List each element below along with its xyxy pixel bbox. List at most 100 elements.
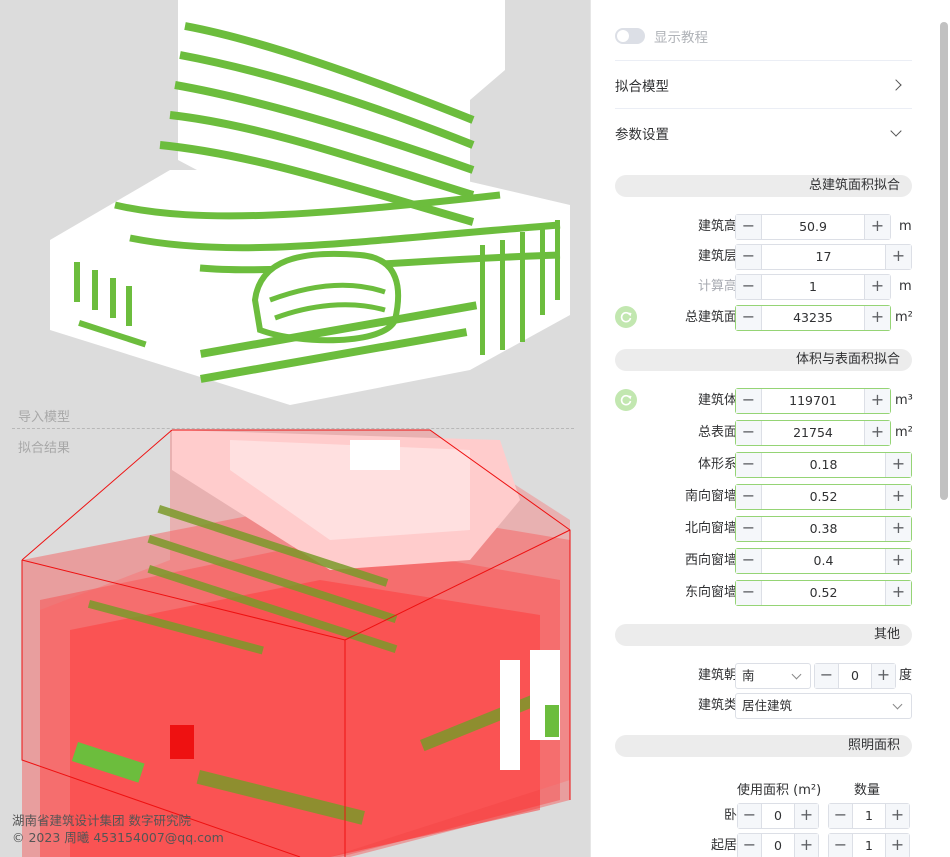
credits: 湖南省建筑设计集团 数字研究院 © 2023 周曦 453154007@qq.c…	[12, 812, 224, 846]
increment-button[interactable]: +	[864, 215, 890, 239]
stepper-value[interactable]: 50.9	[799, 219, 827, 234]
height-stepper[interactable]: − 50.9 +	[735, 214, 891, 240]
stepper-value[interactable]: 1	[865, 838, 873, 853]
stepper-value[interactable]: 1	[809, 279, 817, 294]
lighting-col-count: 数量	[854, 783, 881, 798]
decrement-button[interactable]: −	[829, 804, 853, 828]
refresh-icon[interactable]	[615, 306, 637, 328]
nav-fit-model-label: 拟合模型	[615, 78, 669, 95]
settings-panel: 显示教程 拟合模型 参数设置 总建筑面积拟合 建筑高度 − 50.9 + m 建…	[590, 0, 950, 857]
increment-button[interactable]: +	[871, 664, 895, 688]
panel-scrollbar[interactable]	[940, 22, 948, 500]
stepper-value[interactable]: 0.52	[809, 585, 838, 600]
import-model-label: 导入模型	[18, 410, 71, 425]
stepper-value[interactable]: 0	[774, 838, 782, 853]
calc-height-stepper[interactable]: − 1 +	[735, 274, 891, 300]
east-wwr-stepper[interactable]: − 0.52 +	[735, 580, 912, 606]
orientation-select-value: 南	[742, 668, 755, 683]
floors-stepper[interactable]: − 17 +	[735, 244, 912, 270]
increment-button[interactable]: +	[885, 245, 911, 269]
decrement-button[interactable]: −	[738, 804, 762, 828]
total-area-stepper[interactable]: − 43235 +	[735, 305, 891, 331]
nav-parameter-settings[interactable]: 参数设置	[615, 108, 912, 156]
bedroom-area-stepper[interactable]: − 0 +	[737, 803, 819, 829]
south-wwr-stepper[interactable]: − 0.52 +	[735, 484, 912, 510]
increment-button[interactable]: +	[885, 834, 909, 857]
bedroom-count-stepper[interactable]: − 1 +	[828, 803, 910, 829]
stepper-value[interactable]: 0.4	[813, 553, 834, 568]
param-row-orientation: 建筑朝向 南 − 0 + 度	[615, 663, 925, 689]
decrement-button[interactable]: −	[736, 389, 762, 413]
decrement-button[interactable]: −	[736, 306, 762, 330]
decrement-button[interactable]: −	[736, 421, 762, 445]
param-row-south-wwr: 南向窗墙比 − 0.52 +	[615, 484, 925, 510]
stepper-value[interactable]: 0.18	[809, 457, 838, 472]
stepper-value[interactable]: 119701	[789, 393, 837, 408]
surface-stepper[interactable]: − 21754 +	[735, 420, 891, 446]
nav-fit-model[interactable]: 拟合模型	[615, 60, 912, 108]
decrement-button[interactable]: −	[736, 275, 762, 299]
increment-button[interactable]: +	[885, 804, 909, 828]
param-row-shape-coef: 体形系数 − 0.18 +	[615, 452, 925, 478]
increment-button[interactable]: +	[885, 453, 911, 477]
increment-button[interactable]: +	[864, 306, 890, 330]
building-type-select[interactable]: 居住建筑	[735, 693, 912, 719]
section-area-title: 总建筑面积拟合	[615, 175, 912, 197]
increment-button[interactable]: +	[794, 834, 818, 857]
decrement-button[interactable]: −	[736, 581, 762, 605]
tutorial-toggle-row: 显示教程	[615, 26, 708, 46]
volume-stepper[interactable]: − 119701 +	[735, 388, 891, 414]
param-row-height: 建筑高度 − 50.9 + m	[615, 214, 925, 240]
section-other-title: 其他	[615, 624, 912, 646]
decrement-button[interactable]: −	[736, 245, 762, 269]
param-unit: m	[899, 219, 912, 234]
tower-green-bands	[159, 22, 475, 226]
param-unit: m	[899, 279, 912, 294]
living-count-stepper[interactable]: − 1 +	[828, 833, 910, 857]
decrement-button[interactable]: −	[736, 485, 762, 509]
increment-button[interactable]: +	[864, 421, 890, 445]
stepper-value[interactable]: 0.38	[809, 521, 838, 536]
increment-button[interactable]: +	[794, 804, 818, 828]
stepper-value[interactable]: 0.52	[809, 489, 838, 504]
refresh-icon[interactable]	[615, 389, 637, 411]
tutorial-toggle-label: 显示教程	[654, 30, 708, 46]
west-wwr-stepper[interactable]: − 0.4 +	[735, 548, 912, 574]
stepper-value[interactable]: 21754	[793, 425, 833, 440]
stepper-value[interactable]: 1	[865, 808, 873, 823]
fitted-green-bands	[87, 505, 546, 825]
decrement-button[interactable]: −	[829, 834, 853, 857]
param-unit: m²	[895, 310, 913, 325]
increment-button[interactable]: +	[885, 517, 911, 541]
model-viewport[interactable]: 导入模型 拟合结果 湖南省建筑设计集团 数字研究院 © 2023 周曦 4531…	[0, 0, 590, 857]
increment-button[interactable]: +	[864, 275, 890, 299]
increment-button[interactable]: +	[885, 549, 911, 573]
living-area-stepper[interactable]: − 0 +	[737, 833, 819, 857]
decrement-button[interactable]: −	[736, 453, 762, 477]
decrement-button[interactable]: −	[736, 549, 762, 573]
lighting-row-living-room: 起居室 − 0 + − 1 +	[615, 833, 925, 857]
stepper-value[interactable]: 43235	[793, 310, 833, 325]
increment-button[interactable]: +	[885, 485, 911, 509]
stepper-value[interactable]: 0	[851, 668, 859, 683]
orientation-select[interactable]: 南	[735, 663, 811, 689]
param-row-floors: 建筑层数 − 17 +	[615, 244, 925, 270]
decrement-button[interactable]: −	[736, 215, 762, 239]
param-label: 北向窗墙比	[684, 521, 750, 536]
tutorial-toggle[interactable]	[615, 28, 645, 44]
credits-org: 湖南省建筑设计集团 数字研究院	[12, 813, 191, 828]
param-label: 总建筑面积	[684, 310, 750, 325]
decrement-button[interactable]: −	[815, 664, 839, 688]
stepper-value[interactable]: 17	[815, 249, 832, 264]
chevron-down-icon	[892, 699, 903, 710]
stepper-value[interactable]: 0	[774, 808, 782, 823]
north-wwr-stepper[interactable]: − 0.38 +	[735, 516, 912, 542]
orientation-degree-stepper[interactable]: − 0 +	[814, 663, 896, 689]
decrement-button[interactable]: −	[738, 834, 762, 857]
increment-button[interactable]: +	[885, 581, 911, 605]
param-label: 南向窗墙比	[684, 489, 750, 504]
increment-button[interactable]: +	[864, 389, 890, 413]
shape-coef-stepper[interactable]: − 0.18 +	[735, 452, 912, 478]
param-label: 东向窗墙比	[684, 585, 750, 600]
decrement-button[interactable]: −	[736, 517, 762, 541]
